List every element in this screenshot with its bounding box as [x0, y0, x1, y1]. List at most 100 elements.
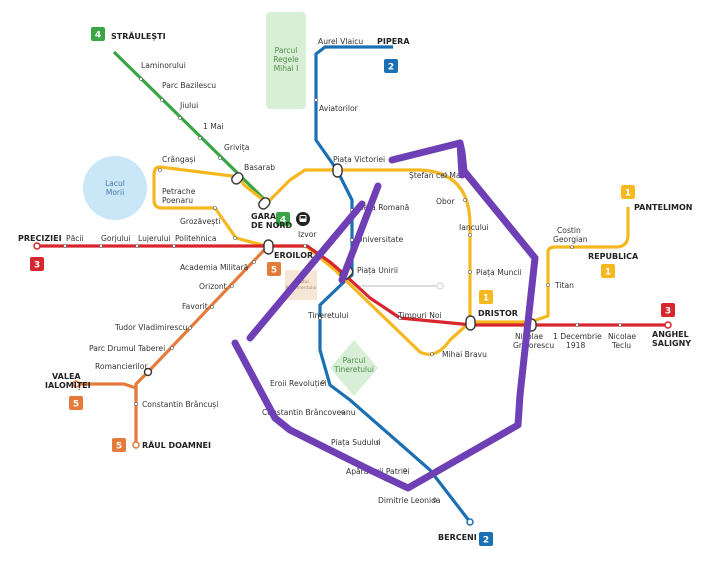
station-laminorului: Laminorului — [141, 61, 186, 70]
terminal-valea-2: IALOMIȚEI — [45, 381, 91, 391]
station-parc-drumul-taberei: Parc Drumul Taberei — [89, 344, 165, 353]
station-nicolae-teclu-2: Teclu — [611, 341, 631, 350]
station-pacii: Păcii — [66, 234, 84, 243]
terminal-valea-dot — [72, 380, 80, 388]
line-5-branch — [76, 382, 138, 398]
park-tineretului-label-2: Tineretului — [333, 365, 374, 374]
badge-line4-top: 4 — [95, 31, 101, 41]
station-constantin-brancoveanu: Constantin Brâncoveanu — [262, 408, 356, 417]
interchange-dristor — [465, 315, 476, 331]
station-basarab: Basarab — [244, 163, 275, 172]
station-constantin-brancusi: Constantin Brâncuși — [142, 400, 218, 409]
badge-line2-bottom: 2 — [483, 536, 489, 546]
station-grivita: Grivița — [224, 143, 249, 153]
park-regele-mihai — [266, 12, 306, 109]
station-1-mai: 1 Mai — [203, 122, 224, 131]
station-petrache-poenaru-1: Petrache — [162, 187, 196, 196]
station-timpuri-noi: Timpuri Noi — [397, 311, 442, 320]
badge-line2-top: 2 — [388, 63, 394, 73]
line-1-path — [265, 168, 630, 324]
station-jiului: Jiului — [179, 101, 198, 110]
line-5-path — [134, 244, 270, 445]
interchange-eroilor — [263, 239, 274, 255]
badge-line1-pantelimon: 1 — [625, 189, 631, 199]
station-nicolae-grigorescu-2: Grigorescu — [513, 341, 554, 350]
station-piata-victoriei: Piața Victoriei — [333, 155, 385, 165]
terminal-dristor: DRISTOR — [478, 309, 518, 318]
terminal-pipera: PIPERA — [377, 37, 410, 46]
station-crangasi: Crângași — [162, 155, 195, 164]
terminal-gara-1: GARA — [251, 212, 277, 221]
terminal-anghel-1: ANGHEL — [652, 330, 689, 339]
terminal-preciziei: PRECIZIEI — [18, 234, 62, 243]
interchange-piata-victoriei — [332, 163, 343, 178]
badge-line3-right: 3 — [665, 307, 671, 317]
terminal-valea-1: VALEA — [52, 372, 81, 381]
terminal-straulesti: STRĂULEȘTI — [111, 30, 166, 42]
badge-line5-valea: 5 — [73, 400, 79, 410]
terminal-raul-doamnei: RĂUL DOAMNEI — [142, 439, 211, 450]
park-regele-mihai-label-1: Parcul — [275, 46, 298, 55]
terminal-berceni-dot — [466, 518, 474, 526]
station-parc-bazilescu: Parc Bazilescu — [162, 81, 216, 90]
park-parlament-label-2: Parlamentului — [285, 285, 316, 291]
lake-morii-label-2: Morii — [106, 188, 124, 197]
station-piata-unirii: Piața Unirii — [357, 266, 398, 276]
badge-line5-raul: 5 — [116, 442, 122, 452]
badges: 4 4 2 2 3 3 1 1 1 5 5 5 — [30, 27, 675, 546]
station-mihai-bravu: Mihai Bravu — [442, 350, 487, 359]
station-tudor-vladimirescu: Tudor Vladimirescu — [114, 323, 187, 332]
station-orizont: Orizont — [199, 282, 227, 291]
terminal-republica: REPUBLICA — [588, 252, 639, 261]
interchange-romancierilor — [143, 367, 153, 377]
station-costin-georgian-1: Costin — [557, 226, 581, 235]
station-aviatorilor: Aviatorilor — [319, 104, 359, 113]
park-regele-mihai-label-2: Regele — [273, 55, 299, 64]
lake-morii — [83, 156, 147, 220]
station-lujerului: Lujerului — [138, 234, 171, 243]
terminal-gara-2: DE NORD — [251, 221, 293, 230]
station-favorit: Favorit — [182, 302, 208, 311]
station-grozavesti: Grozăvești — [180, 217, 220, 226]
terminal-eroilor: EROILOR — [274, 251, 313, 260]
planned-ring-overlay-diagonal — [246, 200, 366, 342]
terminal-pantelimon: PANTELIMON — [634, 203, 692, 212]
station-piata-romana: Piața Romană — [357, 203, 409, 213]
station-obor: Obor — [436, 197, 455, 206]
terminal-anghel-2: SALIGNY — [652, 339, 691, 348]
badge-line5-eroilor: 5 — [271, 266, 277, 276]
station-romancierilor: Romancierilor — [95, 362, 148, 371]
station-eroii-revolutiei: Eroii Revoluției — [270, 379, 327, 389]
park-regele-mihai-label-3: Mihai I — [274, 64, 299, 73]
station-costin-georgian-2: Georgian — [553, 235, 588, 244]
park-tineretului-label-1: Parcul — [343, 356, 366, 365]
station-petrache-poenaru-2: Poenaru — [162, 196, 193, 205]
badge-line1-republica: 1 — [605, 268, 611, 278]
station-piata-muncii: Piața Muncii — [476, 268, 522, 278]
station-izvor: Izvor — [298, 230, 317, 239]
station-iancului: Iancului — [459, 223, 489, 232]
station-titan: Titan — [554, 281, 574, 290]
badge-line3-left: 3 — [34, 261, 40, 271]
station-markers — [63, 77, 622, 502]
lake-morii-label-1: Lacul — [105, 179, 125, 188]
train-station-icon — [296, 212, 310, 226]
station-nicolae-teclu-1: Nicolae — [608, 332, 636, 341]
line-3-path — [37, 244, 668, 327]
terminal-preciziei-dot — [33, 242, 41, 250]
station-aurel-vlaicu: Aurel Vlaicu — [318, 37, 363, 46]
station-politehnica: Politehnica — [175, 234, 216, 243]
planned-ring-overlay-diagonal-2 — [338, 182, 382, 284]
terminal-anghel-dot — [664, 321, 672, 329]
park-tineretului — [330, 340, 378, 396]
station-1-decembrie-2: 1918 — [566, 341, 585, 350]
terminal-berceni: BERCENI — [438, 533, 477, 542]
station-academia-militara: Academia Militară — [180, 263, 248, 272]
station-1-decembrie-1: 1 Decembrie — [553, 332, 602, 341]
station-dimitrie-leonida: Dimitrie Leonida — [378, 496, 441, 505]
terminal-raul-dot — [132, 441, 140, 449]
station-piata-sudului: Piața Sudului — [331, 438, 381, 448]
station-stefan-cel-mare: Ștefan cel Mare — [409, 171, 469, 180]
planned-ring-overlay-tab — [456, 139, 466, 179]
